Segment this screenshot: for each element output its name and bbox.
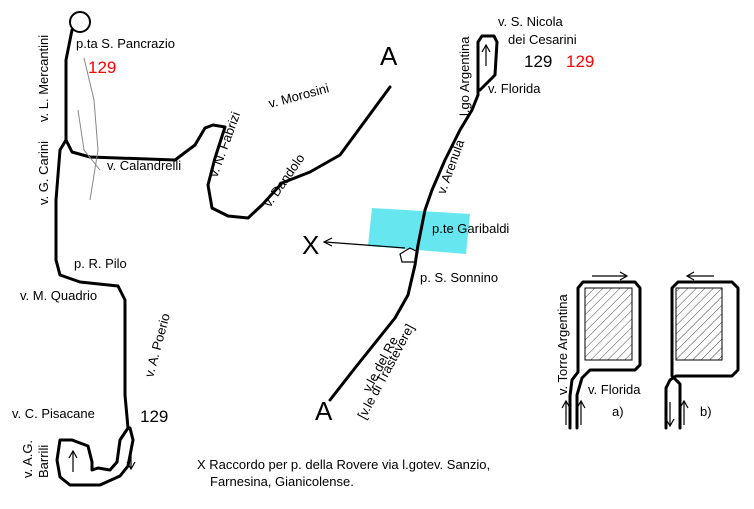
label-v-a-poerio: v. A. Poerio [141,312,172,379]
inset-a-route [568,280,642,430]
label-v-torre-argentina: v. Torre Argentina [555,294,570,395]
left-route-vertical [54,138,135,487]
label-p-r-pilo: p. R. Pilo [74,256,127,271]
route-number-red-left: 129 [88,58,116,77]
up-arrow-head [68,449,78,459]
label-v-florida-inset: v. Florida [588,382,641,397]
inset-a-top-arrow-head [619,271,629,281]
label-v-morosini: v. Morosini [267,80,331,111]
inset-b-route [664,280,740,430]
gray-path-1 [83,57,99,201]
label-v-ag: v. A.G. [20,440,35,478]
label-v-l-mercantini: v. L. Mercantini [36,35,51,122]
inset-b-arrow-1-head [665,418,675,428]
inset-a-block [584,287,633,361]
label-inset-a: a) [612,404,624,419]
label-letter-a-top: A [380,41,398,71]
label-p-s-sonnino: p. S. Sonnino [420,270,498,285]
x-arrow-head [322,237,333,247]
left-labels: p.ta S. Pancrazio 129 v. L. Mercantini v… [12,35,398,478]
label-lgo-argentina: l.go Argentina [457,36,472,116]
gray-path-2 [77,109,101,171]
right-route-line [328,34,499,402]
terminus-circle [69,11,91,33]
label-letter-a-bottom: A [315,396,333,426]
label-v-c-pisacane: v. C. Pisacane [12,406,95,421]
footnote: X Raccordo per p. della Rovere via l.got… [197,457,490,489]
x-arrow-line [324,241,406,249]
label-v-dandolo: v. Dandolo [260,151,307,210]
inset-b-arrow-2-head [679,399,689,409]
label-v-s-nicola: v. S. Nicola [498,14,564,29]
label-x-mark: X [302,230,319,260]
loop-feeder [399,247,419,263]
label-barrili: Barrili [36,445,51,478]
label-v-arenula: v. Arenula [434,137,468,196]
label-v-m-quadrio: v. M. Quadrio [20,288,97,303]
label-inset-b: b) [700,404,712,419]
inset-labels: v. Torre Argentina v. Florida a) b) [555,294,712,419]
down-arrow-head [126,461,136,471]
note-line-1: X Raccordo per p. della Rovere via l.got… [197,457,490,472]
label-dei-cesarini: dei Cesarini [508,32,577,47]
label-pta-s-pancrazio: p.ta S. Pancrazio [76,36,175,51]
inset-a [561,271,642,430]
route-number-black-right: 129 [524,52,552,71]
inset-b [664,271,740,430]
right-route [322,34,499,402]
inset-b-block [675,287,723,361]
inset-a-arrow-1-head [561,399,571,409]
left-route-line [64,28,392,220]
label-v-n-fabrizi: v. N. Fabrizi [206,110,244,179]
inset-b-top-arrow-head [685,271,695,281]
left-route [54,11,392,487]
route-number-black-left: 129 [140,407,168,426]
inset-a-arrow-2-head [576,399,586,409]
bridge-rect [368,208,470,254]
note-line-2: Farnesina, Gianicolense. [210,474,354,489]
label-v-florida: v. Florida [488,81,541,96]
up-arrow-right-head [481,43,491,53]
label-v-g-carini: v. G. Carini [36,141,51,205]
route-number-red-right: 129 [566,52,594,71]
label-pte-garibaldi: p.te Garibaldi [432,221,509,236]
label-v-calandrelli: v. Calandrelli [107,158,181,173]
